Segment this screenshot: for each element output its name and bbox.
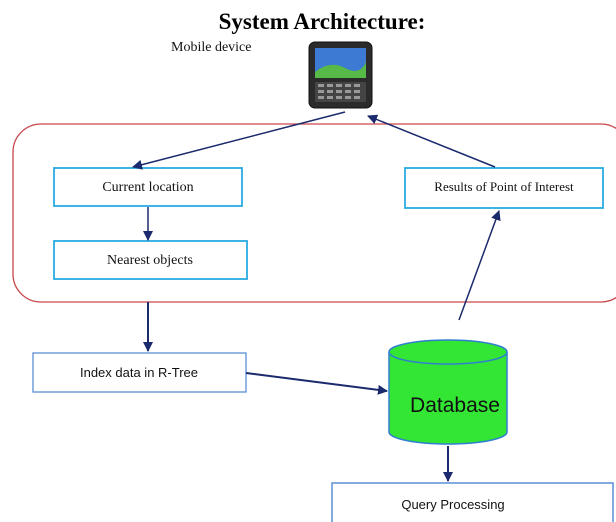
- database-label: Database: [410, 394, 500, 417]
- query-processing-label: Query Processing: [401, 497, 504, 512]
- nearest-objects-label: Nearest objects: [107, 253, 193, 268]
- client-container: [12, 123, 616, 303]
- query-processing-box: Query Processing: [331, 482, 614, 522]
- database-cylinder-icon: [388, 339, 508, 445]
- arrow-results-to-device: [367, 114, 496, 168]
- mobile-phone-icon: [308, 41, 373, 109]
- current-location-box: Current location: [53, 167, 243, 207]
- arrow-database-to-results: [458, 210, 501, 321]
- results-poi-label: Results of Point of Interest: [434, 179, 574, 194]
- arrow-device-to-current-location: [132, 111, 346, 170]
- results-poi-box: Results of Point of Interest: [404, 167, 604, 209]
- arrow-index-to-database: [245, 372, 388, 395]
- diagram-title: System Architecture:: [219, 9, 426, 34]
- index-rtree-box: Index data in R-Tree: [32, 352, 247, 393]
- nearest-objects-box: Nearest objects: [53, 240, 248, 280]
- current-location-label: Current location: [102, 180, 193, 195]
- index-rtree-label: Index data in R-Tree: [80, 365, 198, 380]
- mobile-device-label: Mobile device: [171, 40, 251, 55]
